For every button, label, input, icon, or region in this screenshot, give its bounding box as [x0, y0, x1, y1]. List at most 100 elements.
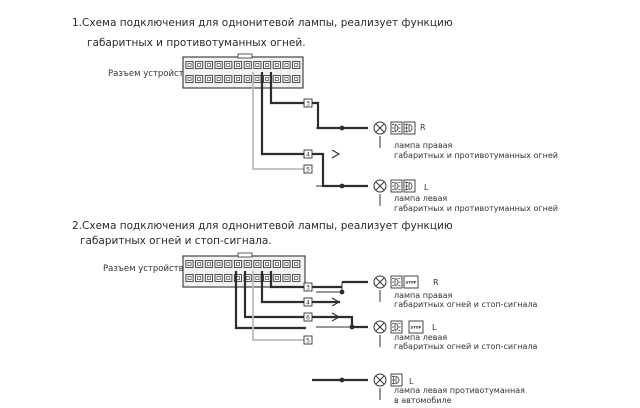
lamp-icon	[373, 179, 387, 193]
connector-pin	[263, 75, 272, 83]
connector-pin	[204, 61, 213, 69]
diagram-1-connector-label: Разъем устройства	[108, 69, 194, 79]
diagram-2-lamp-fog-label: лампа левая противотуманная	[394, 386, 525, 395]
diagram-2-connector-label: Разъем устройства	[103, 264, 189, 274]
connector-pin	[185, 61, 194, 69]
connector-pin	[224, 260, 233, 268]
connector-pin	[263, 61, 272, 69]
diagram-2-lamp-left-desc: габаритных огней и стоп-сигнала	[394, 342, 538, 351]
diagram-2-terminal-6: 6	[303, 312, 313, 322]
diagram-1-lamp-left-side: L	[424, 183, 429, 192]
diagram-1-terminal-3: 3	[303, 98, 313, 108]
connector-pin	[185, 274, 194, 282]
svg-text:4: 4	[306, 300, 310, 307]
parking-light-icon	[390, 320, 403, 334]
connector-pin	[292, 61, 301, 69]
connector-pin	[292, 260, 301, 268]
connector-pin	[253, 274, 262, 282]
diagram-2-terminal-5: 5	[303, 335, 313, 345]
diagram-2-terminal-4: 4	[303, 297, 313, 307]
svg-text:5: 5	[306, 338, 310, 345]
diagram-2-lamp-left-label: лампа левая	[394, 333, 447, 342]
svg-text:STOP: STOP	[411, 325, 422, 329]
connector-pin	[292, 75, 301, 83]
diagram-2-lamp-right-side: R	[433, 278, 439, 287]
connector-pin	[282, 61, 291, 69]
connector-pin	[243, 61, 252, 69]
lamp-icon	[373, 320, 387, 334]
connector-pin	[272, 260, 281, 268]
diagram-1-title-line-1: 1.Схема подключения для однонитевой ламп…	[72, 17, 453, 29]
diagram-1-lamp-right-desc: габаритных и противотуманных огней	[394, 151, 558, 160]
connector-pin	[214, 61, 223, 69]
diagram-2: 2.Схема подключения для однонитевой ламп…	[72, 220, 538, 405]
connector-pin	[195, 75, 204, 83]
svg-text:4: 4	[306, 152, 310, 159]
fog-light-icon	[403, 179, 416, 193]
parking-light-icon	[390, 121, 403, 135]
connector-pin	[204, 274, 213, 282]
diagram-1-lamp-right-label: лампа правая	[394, 141, 453, 150]
connector-pin	[204, 260, 213, 268]
diagram-1-wires	[252, 72, 381, 206]
connector-pin	[185, 75, 194, 83]
connector-pin	[195, 260, 204, 268]
diagram-1-lamp-left-desc: габаритных и противотуманных огней	[394, 204, 558, 213]
svg-text:STOP: STOP	[406, 280, 417, 284]
diagram-2-title-line-2: габаритных огней и стоп-сигнала.	[80, 235, 272, 247]
connector-pin	[272, 61, 281, 69]
connector-pin	[185, 260, 194, 268]
lamp-icon	[373, 121, 387, 135]
diagram-2-lamp-right-desc: габаритных огней и стоп-сигнала	[394, 300, 538, 309]
connector-pin	[233, 75, 243, 83]
connector-pin	[233, 260, 243, 268]
parking-light-icon	[390, 275, 403, 289]
lamp-icon	[373, 373, 387, 387]
diagram-1-lamp-left-label: лампа левая	[394, 194, 447, 203]
svg-text:5: 5	[306, 167, 310, 174]
connector-pin	[282, 75, 291, 83]
connector-pin	[214, 274, 223, 282]
diagram-2-lamp-left-side: L	[432, 323, 437, 332]
connector-pin	[253, 61, 262, 69]
connector-pin	[253, 75, 262, 83]
connector-pin	[214, 260, 223, 268]
diagram-1-terminal-5: 5	[303, 164, 313, 174]
stop-light-icon: STOP	[403, 275, 419, 289]
diagram-2-terminal-3: 3	[303, 282, 313, 292]
connector-pin	[282, 274, 291, 282]
svg-text:3: 3	[306, 101, 310, 108]
diagram-2-lamp-fog-side: L	[409, 377, 414, 386]
diagram-1-lamp-right-side: R	[420, 123, 426, 132]
diagram-1-connector	[182, 53, 304, 89]
connector-pin	[263, 260, 272, 268]
connector-pin	[243, 75, 252, 83]
svg-text:6: 6	[306, 315, 310, 322]
parking-light-icon	[390, 179, 403, 193]
connector-pin	[253, 260, 262, 268]
fog-light-icon	[390, 373, 403, 387]
connector-pin	[282, 260, 291, 268]
fog-light-icon	[403, 121, 416, 135]
connector-pin	[272, 75, 281, 83]
connector-pin	[224, 61, 233, 69]
diagram-1: 1.Схема подключения для однонитевой ламп…	[72, 17, 558, 213]
connector-fork-icon	[331, 149, 340, 159]
svg-text:3: 3	[306, 285, 310, 292]
connector-pin	[263, 274, 272, 282]
connector-pin	[233, 61, 243, 69]
connector-pin	[224, 75, 233, 83]
diagram-2-title-line-1: 2.Схема подключения для однонитевой ламп…	[72, 220, 453, 232]
connector-pin	[224, 274, 233, 282]
connector-pin	[195, 61, 204, 69]
connector-pin	[204, 75, 213, 83]
lamp-icon	[373, 275, 387, 289]
connector-pin	[243, 260, 252, 268]
diagram-1-terminal-4: 4	[303, 149, 313, 159]
stop-light-icon: STOP	[408, 320, 424, 334]
connector-pin	[214, 75, 223, 83]
diagram-1-title-line-2: габаритных и противотуманных огней.	[87, 37, 306, 49]
diagram-2-lamp-right-label: лампа правая	[394, 291, 453, 300]
